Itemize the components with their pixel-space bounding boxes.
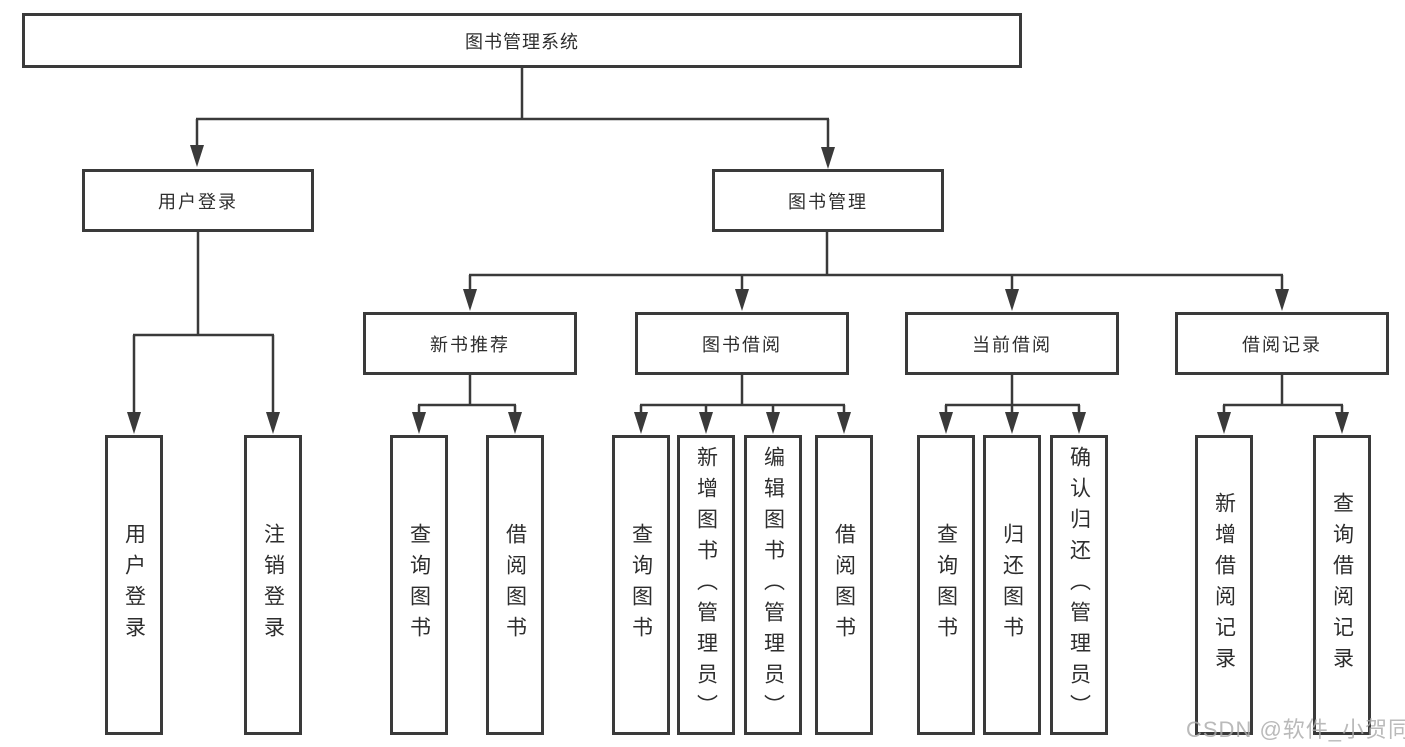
leaf-current-return-book-label: 归还图书 bbox=[1000, 523, 1024, 647]
node-current-borrow-label: 当前借阅 bbox=[972, 334, 1052, 355]
node-borrow-record: 借阅记录 bbox=[1175, 312, 1389, 375]
csdn-watermark: CSDN @软件_小贺同学 bbox=[1186, 717, 1405, 742]
node-new-book-recommend-label: 新书推荐 bbox=[430, 334, 510, 355]
node-user-login-label: 用户登录 bbox=[158, 191, 238, 212]
leaf-recommend-borrow-book-label: 借阅图书 bbox=[503, 523, 527, 647]
node-book-borrow-label: 图书借阅 bbox=[702, 334, 782, 355]
leaf-current-confirm-return-admin: 确认归还（管理员） bbox=[1050, 435, 1108, 735]
leaf-record-query-record: 查询借阅记录 bbox=[1313, 435, 1371, 735]
node-book-management-label: 图书管理 bbox=[788, 191, 868, 212]
leaf-borrow-borrow-book-label: 借阅图书 bbox=[832, 523, 856, 647]
leaf-user-login: 用户登录 bbox=[105, 435, 163, 735]
leaf-borrow-edit-book-admin-label: 编辑图书（管理员） bbox=[761, 445, 785, 725]
arrowheads bbox=[127, 145, 1349, 434]
node-book-management: 图书管理 bbox=[712, 169, 944, 232]
leaf-recommend-query-book: 查询图书 bbox=[390, 435, 448, 735]
leaf-current-query-book-label: 查询图书 bbox=[934, 523, 958, 647]
node-borrow-record-label: 借阅记录 bbox=[1242, 334, 1322, 355]
node-root-label: 图书管理系统 bbox=[465, 31, 579, 52]
leaf-recommend-borrow-book: 借阅图书 bbox=[486, 435, 544, 735]
node-book-borrow: 图书借阅 bbox=[635, 312, 849, 375]
leaf-current-query-book: 查询图书 bbox=[917, 435, 975, 735]
leaf-current-confirm-return-admin-label: 确认归还（管理员） bbox=[1067, 445, 1091, 725]
leaf-record-query-record-label: 查询借阅记录 bbox=[1330, 492, 1354, 678]
node-user-login: 用户登录 bbox=[82, 169, 314, 232]
leaf-logout: 注销登录 bbox=[244, 435, 302, 735]
leaf-user-login-label: 用户登录 bbox=[122, 523, 146, 647]
leaf-borrow-query-book-label: 查询图书 bbox=[629, 523, 653, 647]
leaf-borrow-add-book-admin: 新增图书（管理员） bbox=[677, 435, 735, 735]
leaf-logout-label: 注销登录 bbox=[261, 523, 285, 647]
node-root: 图书管理系统 bbox=[22, 13, 1022, 68]
leaf-record-add-record-label: 新增借阅记录 bbox=[1212, 492, 1236, 678]
leaf-borrow-add-book-admin-label: 新增图书（管理员） bbox=[694, 445, 718, 725]
leaf-borrow-query-book: 查询图书 bbox=[612, 435, 670, 735]
node-new-book-recommend: 新书推荐 bbox=[363, 312, 577, 375]
leaf-borrow-borrow-book: 借阅图书 bbox=[815, 435, 873, 735]
leaf-recommend-query-book-label: 查询图书 bbox=[407, 523, 431, 647]
leaf-borrow-edit-book-admin: 编辑图书（管理员） bbox=[744, 435, 802, 735]
leaf-current-return-book: 归还图书 bbox=[983, 435, 1041, 735]
leaf-record-add-record: 新增借阅记录 bbox=[1195, 435, 1253, 735]
node-current-borrow: 当前借阅 bbox=[905, 312, 1119, 375]
